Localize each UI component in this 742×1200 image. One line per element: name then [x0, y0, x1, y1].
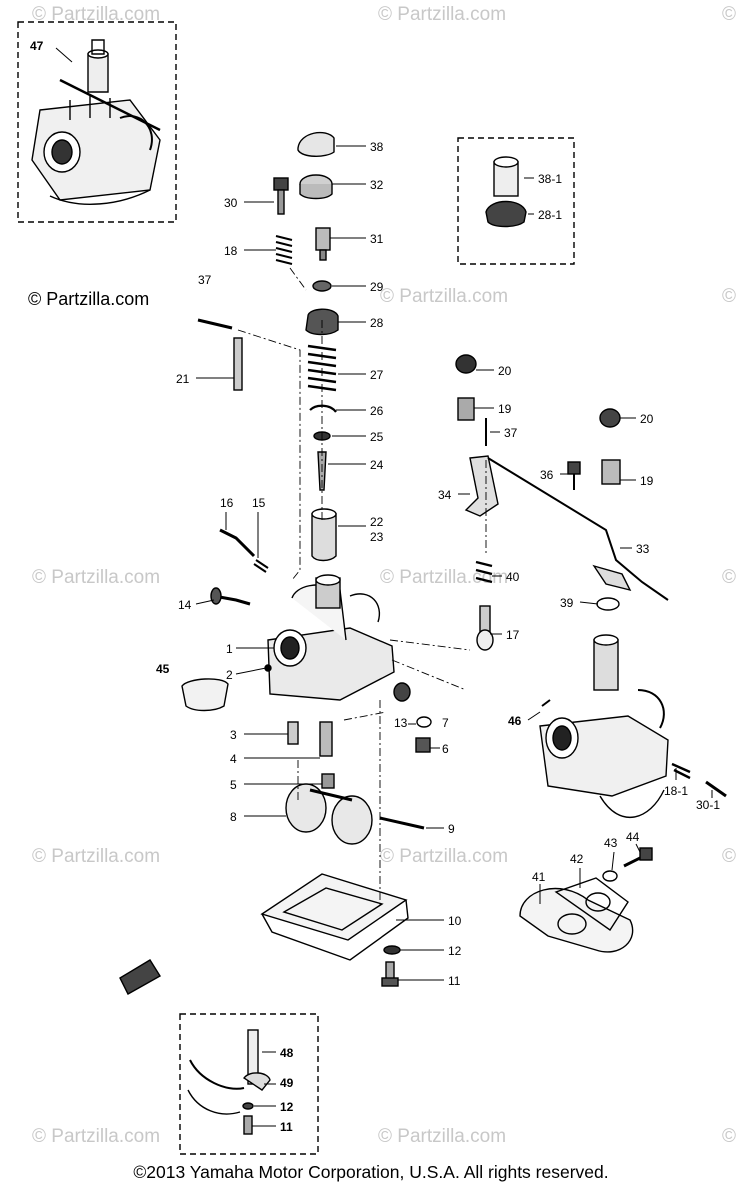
inset-frame-top-right	[457, 137, 575, 265]
watermark-fragment: ©	[722, 846, 736, 867]
watermark: © Partzilla.com	[28, 289, 149, 309]
callout-label: 43	[604, 836, 618, 850]
callout-labels: 47 38 32 30 31 18 37 29 28 21 27 26 25 2…	[30, 39, 720, 1134]
callout-label: 2	[226, 668, 233, 682]
watermarks: © Partzilla.com © Partzilla.com © © Part…	[28, 4, 736, 1147]
watermark: © Partzilla.com	[380, 846, 508, 867]
watermark-fragment: ©	[722, 286, 736, 307]
callout-label: 21	[176, 372, 190, 386]
callout-label: 47	[30, 39, 44, 53]
callout-label: 3	[230, 728, 237, 742]
inset-parts-top-right	[485, 156, 527, 228]
callout-label: 37	[198, 273, 212, 287]
callout-label: 49	[280, 1076, 294, 1090]
copyright-notice: ©2013 Yamaha Motor Corporation, U.S.A. A…	[133, 1162, 609, 1182]
watermark-fragment: ©	[722, 4, 736, 25]
callout-label: 10	[448, 914, 462, 928]
callout-label: 14	[178, 598, 192, 612]
callout-label: 12	[280, 1100, 294, 1114]
callout-label: 6	[442, 742, 449, 756]
inset-parts-bottom	[187, 1029, 271, 1135]
callout-label: 33	[636, 542, 650, 556]
callout-label: 28	[370, 316, 384, 330]
exploded-parts	[119, 131, 432, 995]
callout-label: 46	[508, 714, 522, 728]
callout-label: 15	[252, 496, 266, 510]
watermark: © Partzilla.com	[32, 567, 160, 588]
callout-label: 5	[230, 778, 237, 792]
callout-label: 30	[224, 196, 238, 210]
callout-label: 36	[540, 468, 554, 482]
callout-label: 40	[506, 570, 520, 584]
watermark: © Partzilla.com	[32, 4, 160, 25]
inset-frames	[17, 21, 575, 1155]
callout-label: 25	[370, 430, 384, 444]
callout-label: 38-1	[538, 172, 562, 186]
callout-label: 48	[280, 1046, 294, 1060]
inset-frame-top-left	[17, 21, 177, 223]
watermark: © Partzilla.com	[380, 286, 508, 307]
callout-label: 13	[394, 716, 408, 730]
callout-label: 42	[570, 852, 584, 866]
watermark: © Partzilla.com	[380, 567, 508, 588]
callout-label: 8	[230, 810, 237, 824]
callout-label: 17	[506, 628, 520, 642]
watermark: © Partzilla.com	[32, 1126, 160, 1147]
callout-label: 7	[442, 716, 449, 730]
callout-label: 18	[224, 244, 238, 258]
callout-label: 20	[498, 364, 512, 378]
callout-label: 34	[438, 488, 452, 502]
callout-label: 19	[640, 474, 654, 488]
callout-label: 39	[560, 596, 574, 610]
watermark: © Partzilla.com	[378, 4, 506, 25]
callout-label: 37	[504, 426, 518, 440]
callout-label: 1	[226, 642, 233, 656]
callout-label: 27	[370, 368, 384, 382]
callout-label: 23	[370, 530, 384, 544]
callout-label: 19	[498, 402, 512, 416]
watermark: © Partzilla.com	[378, 1126, 506, 1147]
callout-label: 16	[220, 496, 234, 510]
inset-frame-bottom	[179, 1013, 319, 1155]
callout-label: 28-1	[538, 208, 562, 222]
leader-lines	[55, 47, 713, 1127]
callout-label: 26	[370, 404, 384, 418]
callout-label: 31	[370, 232, 384, 246]
callout-label: 20	[640, 412, 654, 426]
callout-label: 38	[370, 140, 384, 154]
callout-label: 44	[626, 830, 640, 844]
callout-label: 30-1	[696, 798, 720, 812]
callout-label: 11	[448, 974, 461, 988]
callout-label: 12	[448, 944, 462, 958]
callout-label: 29	[370, 280, 384, 294]
inset-carburetor-top-left	[31, 39, 161, 205]
callout-label: 32	[370, 178, 384, 192]
callout-label: 9	[448, 822, 455, 836]
callout-label: 45	[156, 662, 170, 676]
callout-label: 24	[370, 458, 384, 472]
guide-lines	[237, 267, 487, 908]
callout-label: 4	[230, 752, 237, 766]
callout-label: 11	[280, 1120, 293, 1134]
callout-label: 41	[532, 870, 546, 884]
callout-label: 18-1	[664, 784, 688, 798]
watermark-fragment: ©	[722, 1126, 736, 1147]
watermark-fragment: ©	[722, 567, 736, 588]
watermark: © Partzilla.com	[32, 846, 160, 867]
callout-label: 22	[370, 515, 384, 529]
